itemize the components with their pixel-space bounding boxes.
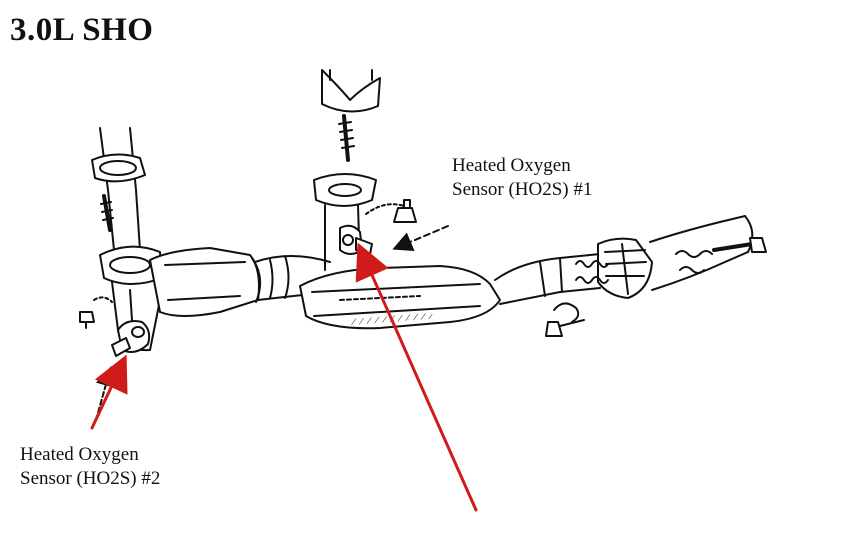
page-title: 3.0L SHO [10, 12, 154, 48]
muffler-pipe [649, 215, 754, 291]
sensor-1-label-line1: Heated Oxygen [452, 155, 571, 176]
right-bolt-icon [393, 199, 417, 223]
sensor-1-leader-arrow [392, 225, 449, 251]
sensor-1-label: Heated Oxygen Sensor (HO2S) #1 [452, 154, 592, 202]
left-catalytic-converter [149, 247, 262, 317]
leader-dotted-1 [365, 203, 405, 215]
rear-pipe [494, 253, 601, 305]
sensor-2-label-line1: Heated Oxygen [20, 444, 139, 465]
sensor-2-red-arrow [90, 354, 128, 430]
sensor-2-label-line2: Sensor (HO2S) #2 [20, 468, 161, 489]
left-downpipe [91, 127, 163, 352]
sensor-1-icon [339, 224, 373, 255]
main-catalytic-converter [299, 265, 501, 330]
far-right-bolt [712, 237, 767, 253]
left-bolt-icon [79, 296, 113, 329]
sensor-2-icon [111, 320, 151, 357]
right-downpipe [313, 69, 381, 271]
sensor-1-label-line2: Sensor (HO2S) #1 [452, 179, 593, 200]
sensor-2-label: Heated Oxygen Sensor (HO2S) #2 [20, 443, 160, 491]
hanger-bracket [545, 302, 585, 337]
rear-flange [597, 237, 653, 299]
sensor-1-red-arrow [355, 242, 478, 512]
rear-spring [575, 260, 609, 284]
